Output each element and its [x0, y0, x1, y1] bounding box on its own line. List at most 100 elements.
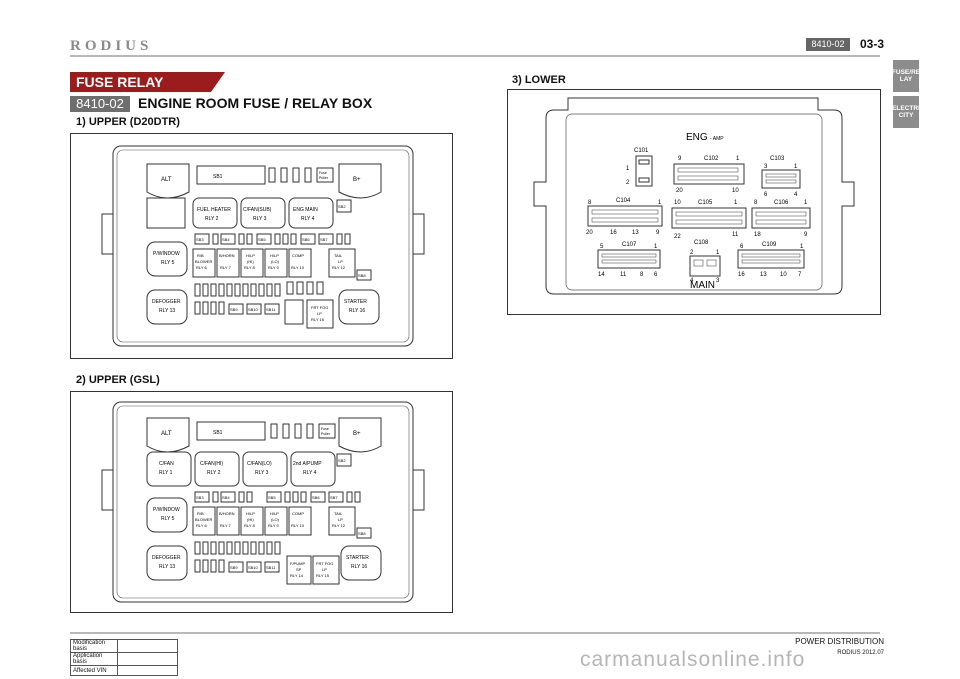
relay-label: FRT FOG: [316, 561, 333, 566]
relay-label: RLY 13: [159, 308, 175, 314]
connector-name: C109: [762, 242, 777, 248]
relay-label: SP: [296, 567, 302, 572]
fuse-puller-label: Fuse: [321, 427, 329, 431]
heading-upper-d20dtr: 1) UPPER (D20DTR): [76, 116, 180, 128]
pin-number: 2: [626, 180, 630, 186]
main-label: MAIN: [690, 280, 715, 291]
sb-label: SB7: [320, 237, 328, 242]
sb-label: SB2: [338, 204, 346, 209]
pin-number: 4: [794, 192, 798, 198]
sb-label: SB4: [222, 237, 230, 242]
relay-label: C/FAN(SUB): [243, 207, 272, 213]
relay-label: RLY 2: [207, 470, 221, 476]
relay-label: RLY 3: [255, 470, 269, 476]
section-title: ENGINE ROOM FUSE / RELAY BOX: [138, 95, 373, 111]
pin-number: 9: [656, 230, 660, 236]
pin-number: 4: [690, 278, 694, 284]
bottom-rule: [70, 632, 880, 634]
relay-label: P/WINDOW: [153, 251, 180, 257]
relay-label: RLY 9: [268, 523, 280, 528]
connector-c109: C109 6 1 16 13 10 7: [737, 242, 805, 278]
watermark: carmanualsonline.info: [580, 648, 806, 671]
relay-label: DEFOGGER: [152, 555, 181, 561]
relay-label: P/WINDOW: [153, 507, 180, 513]
table-row: Application basis: [70, 652, 178, 666]
sb-label: SB2: [338, 458, 346, 463]
relay-label: H/LP: [246, 253, 255, 258]
relay-label: F/PUMP: [290, 561, 305, 566]
connector-name: C107: [622, 242, 637, 248]
revision-table: Modification basis Application basis Aff…: [70, 639, 178, 676]
banner-tail: [211, 72, 225, 92]
relay-label: STARTER: [344, 299, 367, 305]
relay-label: R/B: [197, 511, 204, 516]
table-cell: Affected VIN: [70, 665, 118, 676]
relay-label: C/FAN(LO): [247, 461, 272, 467]
relay-label: H/LP: [246, 511, 255, 516]
pin-number: 8: [588, 200, 592, 206]
pin-number: 10: [674, 200, 681, 206]
relay-label: RLY 8: [244, 523, 256, 528]
connector-name: C101: [634, 148, 649, 154]
relay-label: DEFOGGER: [152, 299, 181, 305]
heading-lower: 3) LOWER: [512, 74, 566, 86]
side-tab-label: FUSE/RE LAY: [891, 69, 921, 83]
connector-name: C103: [770, 156, 785, 162]
pin-number: 1: [736, 156, 740, 162]
pin-number: 6: [740, 244, 744, 250]
alt-label: ALT: [161, 177, 172, 183]
connector-c106: C106 8 1 18 9: [751, 200, 811, 238]
connector-name: C102: [704, 156, 719, 162]
relay-label: RLY 6: [196, 265, 208, 270]
pin-number: 1: [626, 166, 630, 172]
lower-connector-diagram: ENG - AMP MAIN C101 1 2 C102 9 1 20 10 C…: [533, 97, 855, 295]
connector-c103: C103 3 1 6 4: [761, 156, 801, 198]
sb-label: SB10: [248, 307, 259, 312]
pin-number: 1: [658, 200, 662, 206]
pin-number: 3: [764, 164, 768, 170]
relay-label: LP: [322, 567, 327, 572]
relay-label: (LO): [271, 259, 280, 264]
relay-label: RLY 9: [268, 265, 280, 270]
relay-label: RLY 16: [351, 564, 367, 570]
relay-label: BLOWER: [195, 259, 212, 264]
sb-label: SB3: [196, 237, 204, 242]
pin-number: 16: [738, 272, 745, 278]
sb-label: SB7: [330, 495, 338, 500]
side-tab-fuse-relay[interactable]: FUSE/RE LAY: [891, 60, 921, 92]
pin-number: 10: [780, 272, 787, 278]
relay-label: C/FAN(HI): [200, 461, 223, 467]
relay-label: RLY 3: [253, 216, 267, 222]
code-badge: 8410-02: [806, 38, 850, 51]
pin-number: 1: [794, 164, 798, 170]
relay-label: RLY 5: [161, 516, 175, 522]
pin-number: 5: [600, 244, 604, 250]
sb1-label: SB1: [213, 430, 223, 436]
pin-number: 13: [632, 230, 639, 236]
connector-c101: C101 1 2: [626, 148, 653, 187]
relay-label: C/FAN: [159, 461, 174, 467]
b-plus-label: B+: [353, 431, 361, 437]
pin-number: 1: [654, 244, 658, 250]
connector-name: C108: [694, 240, 709, 246]
sb-label: SB5: [258, 237, 266, 242]
connector-c107: C107 5 1 14 11 8 6: [597, 242, 661, 278]
top-rule: [70, 55, 880, 57]
sb-label: SB9: [230, 565, 238, 570]
relay-label: (HI): [247, 259, 254, 264]
relay-label: FUEL HEATER: [197, 207, 231, 213]
b-plus-terminal: [338, 417, 382, 453]
pin-number: 3: [716, 278, 720, 284]
relay-label: RLY 16: [349, 308, 365, 314]
relay-label: (LO): [271, 517, 280, 522]
relay-label: RLY 1: [159, 470, 173, 476]
fuse-puller-label: Puller: [321, 432, 331, 436]
pin-number: 1: [800, 244, 804, 250]
relay-label: RLY 6: [196, 523, 208, 528]
pin-number: 8: [640, 272, 644, 278]
side-tab-electricity[interactable]: ELECTRI CITY: [892, 96, 920, 128]
relay-label: LP: [317, 311, 322, 316]
connector-c102: C102 9 1 20 10: [673, 156, 745, 194]
